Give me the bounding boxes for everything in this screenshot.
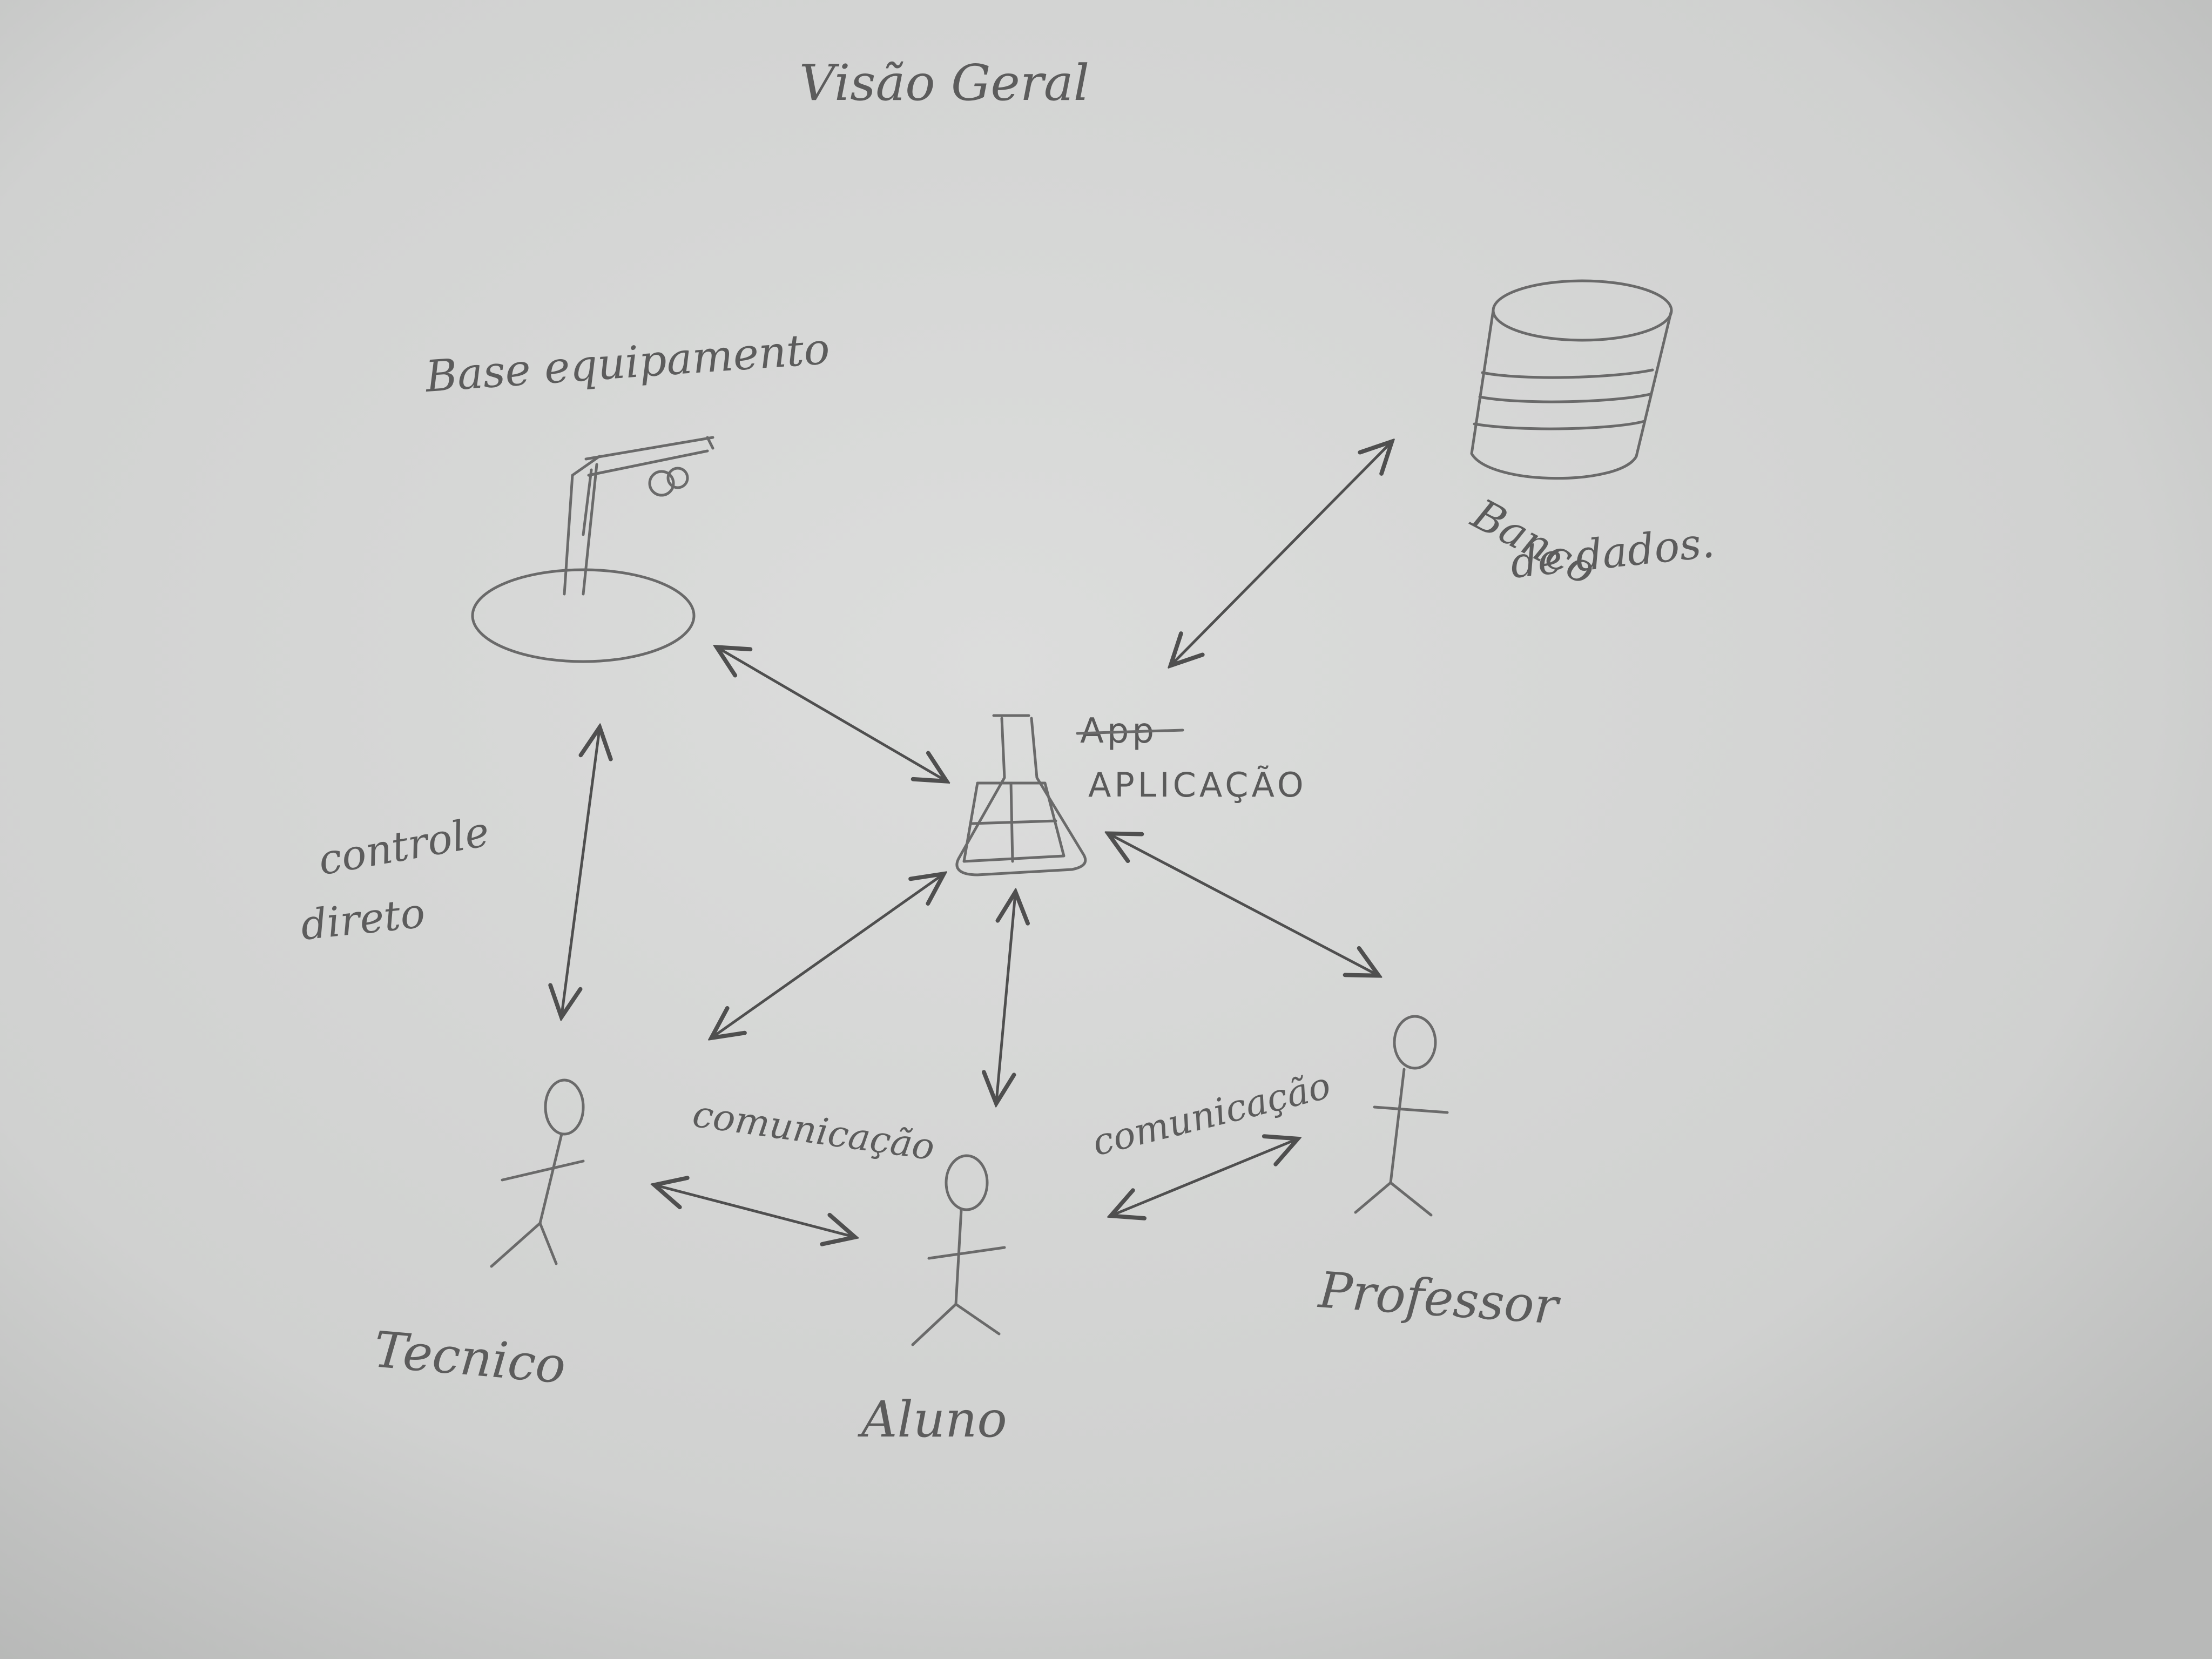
diagram-title: Visão Geral xyxy=(799,54,1089,112)
arrow-aluno-professor xyxy=(1112,1139,1296,1215)
aluno-stick-figure xyxy=(911,1154,1006,1346)
arrow-app-tecnico xyxy=(713,875,942,1037)
arrow-tecnico-aluno xyxy=(656,1185,853,1237)
arrow-app-aluno xyxy=(996,894,1015,1102)
aluno-label: Aluno xyxy=(857,1391,1007,1448)
arrow-app-professor xyxy=(1110,834,1377,975)
arrow-app-database xyxy=(1172,443,1391,664)
arrow-base-tecnico xyxy=(562,729,599,1015)
arrow-base-app xyxy=(718,648,945,780)
tecnico-stick-figure xyxy=(490,1078,585,1268)
application-label: APLICAÇÃO xyxy=(1088,765,1307,805)
professor-stick-figure xyxy=(1354,1015,1449,1217)
strikethrough-line xyxy=(1076,729,1184,735)
database-icon xyxy=(1470,279,1673,480)
application-flask-icon xyxy=(955,714,1087,876)
base-equipment-icon xyxy=(471,436,714,663)
